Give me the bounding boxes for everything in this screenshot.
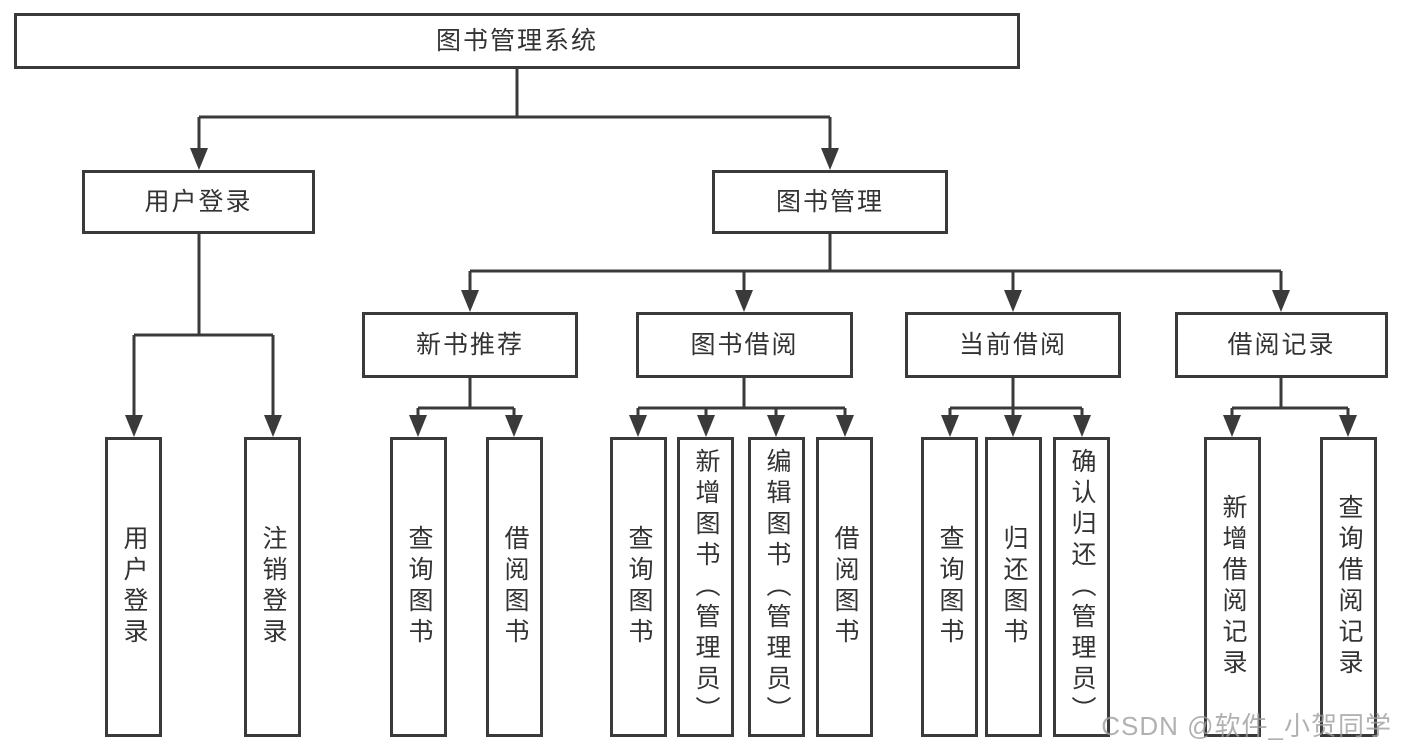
arrow-icon [461, 290, 479, 312]
arrow-icon [409, 415, 427, 437]
node-borrowing-records: 借阅记录 [1175, 312, 1388, 378]
arrow-icon [1223, 415, 1241, 437]
arrow-icon [821, 148, 839, 170]
arrow-icon [125, 415, 143, 437]
arrow-icon [1272, 290, 1290, 312]
connector-root-to-level2 [197, 68, 832, 152]
node-root-system: 图书管理系统 [14, 13, 1020, 69]
leaf-query-books-borrowing: 查询图书 [610, 437, 667, 737]
leaf-logout: 注销登录 [244, 437, 301, 737]
arrow-icon [836, 415, 854, 437]
node-book-borrowing: 图书借阅 [636, 312, 853, 378]
connector-login-to-leaves [132, 233, 275, 421]
node-new-book-recommendation: 新书推荐 [362, 312, 578, 378]
connector-bookborrow-to-leaves [636, 378, 847, 421]
leaf-query-books-current: 查询图书 [921, 437, 978, 737]
node-user-login-branch: 用户登录 [82, 170, 315, 234]
leaf-borrow-books-recommend: 借阅图书 [486, 437, 543, 737]
connector-currentborrow-to-leaves [948, 378, 1084, 421]
arrow-icon [1073, 415, 1091, 437]
arrow-icon [629, 415, 647, 437]
connector-mgmt-to-level3 [468, 233, 1283, 294]
connector-newbooks-to-leaves [416, 378, 516, 421]
arrow-icon [1004, 290, 1022, 312]
leaf-user-login: 用户登录 [105, 437, 162, 737]
arrow-icon [505, 415, 523, 437]
arrow-icon [941, 415, 959, 437]
leaf-add-book-admin: 新增图书（管理员） [677, 437, 734, 737]
leaf-query-borrow-record: 查询借阅记录 [1320, 437, 1377, 737]
leaf-confirm-return-admin: 确认归还（管理员） [1053, 437, 1110, 737]
arrow-icon [1339, 415, 1357, 437]
node-book-management-branch: 图书管理 [712, 170, 948, 234]
leaf-borrow-books-borrowing: 借阅图书 [816, 437, 873, 737]
leaf-query-books-recommend: 查询图书 [390, 437, 447, 737]
leaf-return-book: 归还图书 [985, 437, 1042, 737]
csdn-watermark: CSDN @软件_小贺同学 [1101, 711, 1392, 741]
arrow-icon [697, 415, 715, 437]
leaf-add-borrow-record: 新增借阅记录 [1204, 437, 1261, 737]
arrow-icon [767, 415, 785, 437]
node-current-borrowing: 当前借阅 [905, 312, 1121, 378]
leaf-edit-book-admin: 编辑图书（管理员） [748, 437, 805, 737]
connector-records-to-leaves [1230, 378, 1350, 421]
arrow-icon [1004, 415, 1022, 437]
arrow-icon [264, 415, 282, 437]
arrow-icon [735, 290, 753, 312]
arrow-icon [190, 148, 208, 170]
